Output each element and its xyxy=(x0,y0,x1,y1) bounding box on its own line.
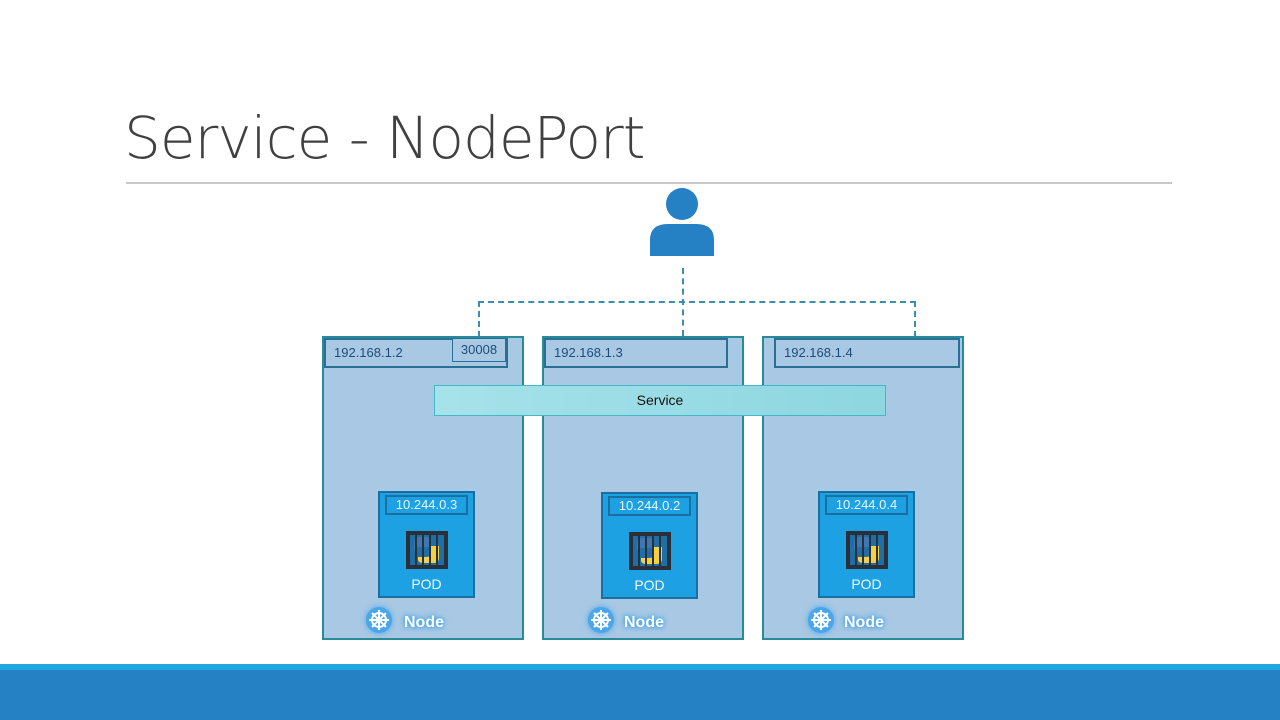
node-3: 192.168.1.4 10.244.0.4 POD Node xyxy=(762,336,964,640)
connector-node3 xyxy=(914,301,916,337)
footer-accent-line xyxy=(0,664,1280,670)
pod: 10.244.0.3 POD xyxy=(378,491,475,598)
kubernetes-helm-icon xyxy=(366,607,392,633)
pod-label: POD xyxy=(851,576,882,592)
pod-ip: 10.244.0.3 xyxy=(385,495,468,515)
node-ip: 192.168.1.4 xyxy=(774,338,960,368)
node-label: Node xyxy=(624,614,664,631)
python-container-icon xyxy=(629,532,671,570)
kubernetes-helm-icon xyxy=(808,607,834,633)
node-label: Node xyxy=(844,614,884,631)
pod-ip: 10.244.0.4 xyxy=(825,495,908,515)
title-divider xyxy=(126,182,1172,184)
pod-label: POD xyxy=(411,576,442,592)
service-bar: Service xyxy=(434,385,886,416)
footer-bar xyxy=(0,670,1280,720)
connector-node1 xyxy=(478,301,480,337)
node-label: Node xyxy=(404,614,444,631)
user-icon xyxy=(650,188,714,256)
pod: 10.244.0.4 POD xyxy=(818,491,915,598)
pod-ip: 10.244.0.2 xyxy=(608,496,691,516)
pod-label: POD xyxy=(634,577,665,593)
python-container-icon xyxy=(406,531,448,569)
python-container-icon xyxy=(846,531,888,569)
node-ip: 192.168.1.3 xyxy=(544,338,728,368)
node-port-badge: 30008 xyxy=(452,338,506,362)
kubernetes-helm-icon xyxy=(588,607,614,633)
node-1: 192.168.1.2 10.244.0.3 POD Node xyxy=(322,336,524,640)
pod: 10.244.0.2 POD xyxy=(601,492,698,599)
node-2: 192.168.1.3 10.244.0.2 POD Node xyxy=(542,336,744,640)
connector-horizontal xyxy=(478,301,916,303)
slide-title: Service - NodePort xyxy=(124,104,646,172)
